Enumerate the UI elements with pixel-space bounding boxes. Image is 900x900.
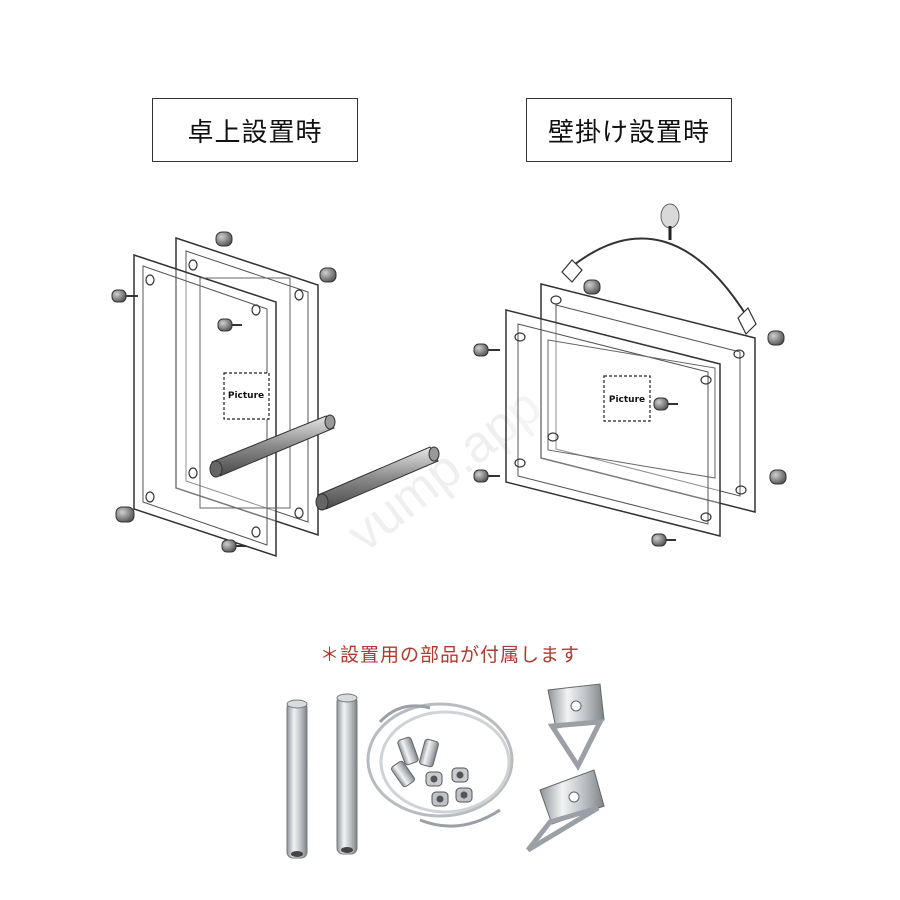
back-acrylic-panel	[540, 283, 756, 513]
front-panel-inner-frame	[142, 265, 268, 546]
picture-text: Picture	[609, 395, 645, 405]
steel-wire-coil-icon	[366, 702, 514, 828]
wall-mount-label-text: 壁掛け設置時	[547, 117, 710, 148]
standoff-screw-icon	[217, 318, 242, 332]
standoff-screw-icon	[769, 469, 787, 485]
standoff-screw-icon	[651, 533, 676, 547]
hanging-wire	[569, 237, 749, 319]
standoff-screw-icon	[767, 330, 785, 346]
standoff-screw-icon	[221, 539, 246, 553]
tabletop-label: 卓上設置時	[152, 98, 358, 162]
metal-rod-icon	[336, 693, 358, 855]
standoff-screw-icon	[215, 231, 233, 247]
wire-terminals	[561, 259, 757, 336]
standoff-screw-icon	[115, 506, 135, 523]
picture-text: Picture	[228, 391, 264, 401]
included-parts-note: ＊設置用の部品が付属します	[319, 644, 580, 666]
standoff-screw-icon	[583, 279, 601, 295]
standoff-screw-icon	[473, 469, 500, 483]
picture-box	[223, 372, 270, 420]
picture-box	[603, 375, 651, 422]
screw-icon	[391, 736, 439, 788]
standoff-screws	[111, 231, 337, 553]
picture-placeholder	[199, 277, 291, 509]
standoff-screw-icon	[111, 289, 138, 303]
back-acrylic-panel	[175, 236, 319, 537]
back-panel-inner-frame	[555, 304, 741, 497]
triangle-hanger-icon	[547, 683, 605, 772]
picture-placeholder	[547, 339, 716, 479]
standoff-screw-icon	[473, 343, 500, 357]
standoff-screw-icon	[653, 397, 678, 411]
metal-rod-icon	[286, 699, 308, 859]
standoff-screw-icon	[319, 267, 337, 283]
nut-icon	[425, 767, 473, 807]
tabletop-diagram: Picture	[111, 231, 440, 558]
support-rods	[209, 414, 440, 511]
wall-mount-label: 壁掛け設置時	[526, 98, 732, 162]
mount-holes	[514, 295, 747, 522]
standoff-screws	[473, 279, 787, 547]
included-parts	[286, 683, 605, 859]
wall-hook-icon	[660, 203, 680, 240]
mount-holes	[145, 259, 304, 538]
triangle-hanger-icon	[526, 769, 605, 853]
front-acrylic-panel	[133, 253, 277, 558]
tabletop-label-text: 卓上設置時	[187, 117, 323, 148]
front-acrylic-panel	[505, 309, 721, 537]
wall-mount-diagram: Picture	[473, 203, 787, 547]
